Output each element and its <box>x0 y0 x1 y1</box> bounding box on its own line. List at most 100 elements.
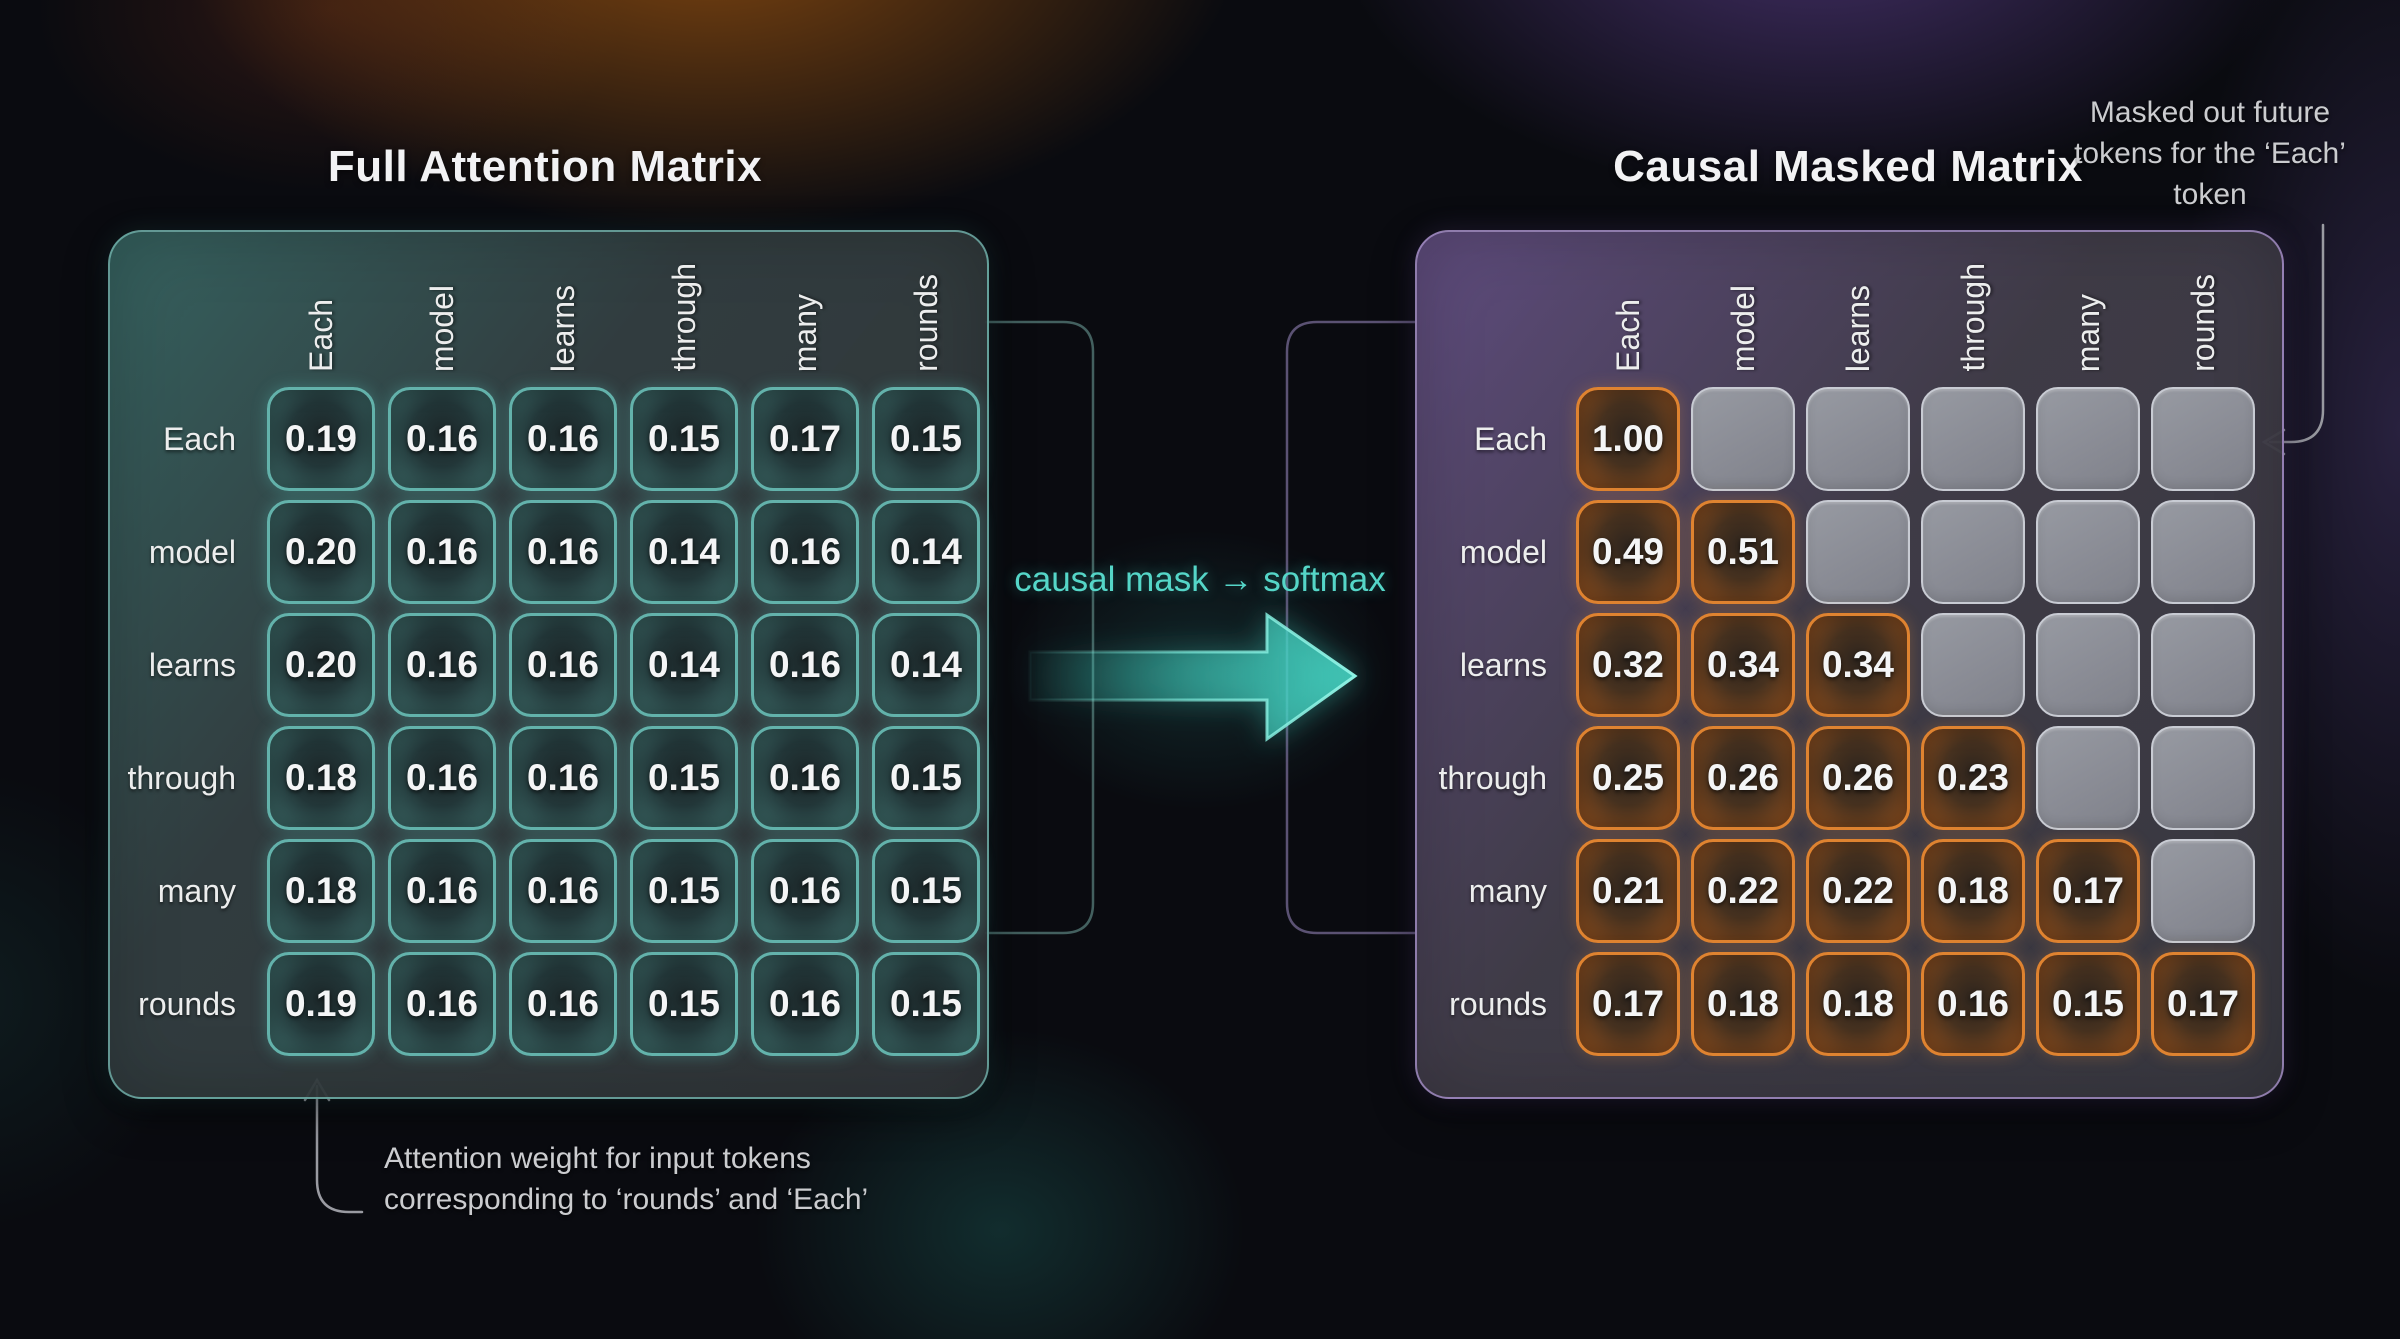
matrix-cell: 0.16 <box>751 839 859 943</box>
column-label: through <box>630 246 738 378</box>
column-label: many <box>751 246 859 378</box>
matrix-cell: 0.21 <box>1576 839 1680 943</box>
matrix-cell: 0.16 <box>751 726 859 830</box>
weight-note-line: Attention weight for input tokens <box>384 1142 811 1175</box>
row-label-text: model <box>148 533 236 570</box>
matrix-cell: 0.14 <box>630 613 738 717</box>
matrix-cell-text: 0.17 <box>2051 870 2124 911</box>
row-label: many <box>1431 839 1565 943</box>
matrix-cell: 0.16 <box>751 500 859 604</box>
matrix-cell: 0.16 <box>388 726 496 830</box>
masked-cell <box>2151 500 2255 604</box>
column-label-text: learns <box>544 284 581 372</box>
column-label: model <box>388 246 496 378</box>
matrix-cell-text: 0.16 <box>405 757 478 798</box>
masked-cell <box>1921 500 2025 604</box>
matrix-cell-text: 0.18 <box>1821 983 1894 1024</box>
matrix-cell: 0.51 <box>1691 500 1795 604</box>
column-label-text: learns <box>1839 284 1876 372</box>
transform-label: causal mask → softmax <box>1014 560 1386 599</box>
matrix-cell: 0.15 <box>2036 952 2140 1056</box>
column-label-text: Each <box>1609 299 1646 372</box>
row-label: model <box>1431 500 1565 604</box>
masked-note-line: token <box>2173 178 2247 211</box>
matrix-cell: 0.26 <box>1806 726 1910 830</box>
column-label-text: through <box>1954 263 1991 372</box>
matrix-cell-text: 0.21 <box>1591 870 1664 911</box>
matrix-cell-text: 0.16 <box>405 418 478 459</box>
matrix-cell: 0.16 <box>388 839 496 943</box>
matrix-cell: 0.18 <box>267 726 375 830</box>
matrix-cell: 0.16 <box>509 952 617 1056</box>
matrix-cell-text: 0.26 <box>1821 757 1894 798</box>
matrix-cell-text: 0.18 <box>1936 870 2009 911</box>
matrix-cell: 0.16 <box>509 500 617 604</box>
matrix-cell-text: 0.20 <box>284 644 357 685</box>
matrix-cell-text: 0.15 <box>647 418 720 459</box>
matrix-cell-text: 0.16 <box>1936 983 2009 1024</box>
column-label: learns <box>509 246 617 378</box>
transform-arrow <box>1028 612 1358 742</box>
matrix-cell: 0.18 <box>1691 952 1795 1056</box>
masked-note-line: tokens for the ‘Each’ <box>2074 137 2346 170</box>
matrix-cell-text: 0.15 <box>889 418 962 459</box>
masked-cell <box>1806 500 1910 604</box>
matrix-cell: 0.17 <box>1576 952 1680 1056</box>
matrix-cell-text: 0.34 <box>1821 644 1894 685</box>
matrix-cell: 0.18 <box>1806 952 1910 1056</box>
matrix-cell-text: 0.14 <box>647 531 720 572</box>
matrix-cell: 0.16 <box>751 613 859 717</box>
matrix-cell: 0.17 <box>751 387 859 491</box>
matrix-cell: 0.17 <box>2036 839 2140 943</box>
right-bracket-connector <box>1285 320 1415 935</box>
matrix-cell: 0.34 <box>1691 613 1795 717</box>
row-label: Each <box>124 387 254 491</box>
matrix-cell: 0.16 <box>509 387 617 491</box>
matrix-cell-text: 0.15 <box>647 983 720 1024</box>
masked-cell <box>2151 613 2255 717</box>
matrix-cell: 0.18 <box>267 839 375 943</box>
row-label-text: through <box>1438 759 1547 796</box>
matrix-cell-text: 0.16 <box>405 983 478 1024</box>
matrix-cell-text: 0.51 <box>1706 531 1779 572</box>
weight-note-line: corresponding to ‘rounds’ and ‘Each’ <box>384 1183 869 1216</box>
matrix-cell-text: 0.16 <box>768 757 841 798</box>
matrix-cell-text: 0.34 <box>1706 644 1779 685</box>
matrix-cell: 0.20 <box>267 500 375 604</box>
matrix-cell: 0.15 <box>872 726 980 830</box>
matrix-cell: 0.15 <box>872 952 980 1056</box>
matrix-cell: 0.16 <box>509 726 617 830</box>
matrix-corner <box>1431 246 1565 378</box>
matrix-cell-text: 0.16 <box>405 531 478 572</box>
column-label: through <box>1921 246 2025 378</box>
matrix-cell: 0.18 <box>1921 839 2025 943</box>
row-label-text: model <box>1459 533 1547 570</box>
matrix-cell-text: 0.19 <box>284 418 357 459</box>
masked-cell <box>1921 613 2025 717</box>
row-label: many <box>124 839 254 943</box>
column-label: Each <box>267 246 375 378</box>
row-label-text: many <box>1468 872 1547 909</box>
column-label: many <box>2036 246 2140 378</box>
matrix-cell-text: 0.15 <box>889 983 962 1024</box>
row-label-text: Each <box>1474 420 1547 457</box>
column-label: rounds <box>2151 246 2255 378</box>
matrix-cell: 0.15 <box>630 726 738 830</box>
matrix-cell: 0.16 <box>388 613 496 717</box>
matrix-cell-text: 0.16 <box>768 983 841 1024</box>
column-label-text: model <box>1724 284 1761 372</box>
row-label: rounds <box>1431 952 1565 1056</box>
matrix-cell: 0.19 <box>267 387 375 491</box>
masked-cell <box>2036 500 2140 604</box>
matrix-cell-text: 0.15 <box>889 757 962 798</box>
matrix-cell-text: 0.15 <box>2051 983 2124 1024</box>
matrix-cell: 1.00 <box>1576 387 1680 491</box>
column-label-text: through <box>665 263 702 372</box>
matrix-cell: 0.20 <box>267 613 375 717</box>
matrix-cell-text: 0.15 <box>647 870 720 911</box>
matrix-cell-text: 0.17 <box>1591 983 1664 1024</box>
row-label: rounds <box>124 952 254 1056</box>
matrix-cell-text: 1.00 <box>1591 418 1664 459</box>
matrix-cell-text: 0.18 <box>284 757 357 798</box>
